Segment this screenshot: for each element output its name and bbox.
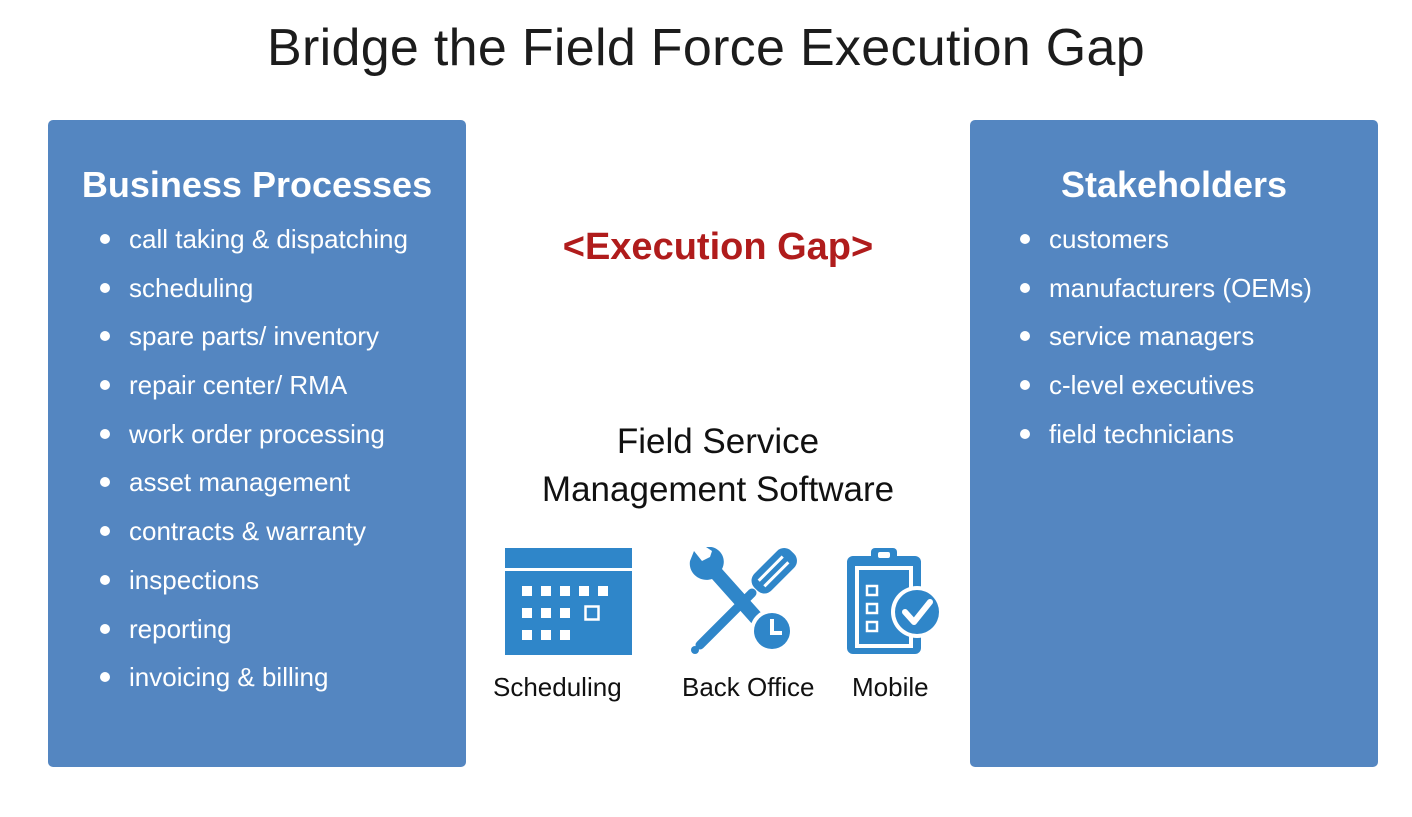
bullet-icon (100, 526, 110, 537)
bullet-icon (1020, 380, 1030, 391)
bullet-icon (1020, 428, 1030, 439)
bullet-icon (100, 331, 110, 342)
bullet-icon (100, 234, 110, 244)
fsm-title-line-2: Management Software (541, 470, 895, 509)
diagram-title: Bridge the Field Force Execution Gap (267, 19, 1145, 77)
list-item: repair center/ RMA (100, 367, 408, 416)
list-item: inspections (100, 562, 408, 611)
list-item: c-level executives (1020, 367, 1312, 416)
business-processes-panel: Business Processes call taking & dispatc… (48, 120, 466, 767)
bullet-icon (100, 574, 110, 585)
list-item: spare parts/ inventory (100, 318, 408, 367)
list-item: scheduling (100, 270, 408, 319)
list-item: asset management (100, 464, 408, 513)
bullet-icon (1020, 282, 1030, 293)
list-item: customers (1020, 221, 1312, 270)
bullet-icon (1020, 331, 1030, 342)
wrench-screwdriver-clock-icon (689, 547, 797, 654)
fsm-software-title: Field Service Management Software (466, 418, 970, 514)
list-item: manufacturers (OEMs) (1020, 270, 1312, 319)
bullet-icon (100, 282, 110, 293)
back-office-label: Back Office (682, 672, 815, 702)
scheduling-label: Scheduling (493, 672, 622, 702)
fsm-title-line-1: Field Service (616, 422, 820, 461)
clipboard-check-icon (847, 548, 943, 654)
bullet-icon (100, 623, 110, 634)
calendar-icon (505, 548, 632, 655)
stakeholders-panel: Stakeholders customers manufacturers (OE… (970, 120, 1378, 767)
execution-gap-label: <Execution Gap> (562, 226, 874, 268)
stakeholders-title: Stakeholders (1060, 164, 1288, 205)
list-item: field technicians (1020, 416, 1312, 465)
business-processes-title: Business Processes (81, 164, 433, 205)
list-item: service managers (1020, 318, 1312, 367)
list-item: reporting (100, 611, 408, 660)
business-processes-list: call taking & dispatching scheduling spa… (100, 221, 408, 708)
list-item: work order processing (100, 416, 408, 465)
bullet-icon (1020, 234, 1030, 244)
stakeholders-list: customers manufacturers (OEMs) service m… (1020, 221, 1312, 464)
bullet-icon (100, 477, 110, 488)
list-item: invoicing & billing (100, 659, 408, 708)
bullet-icon (100, 672, 110, 683)
bullet-icon (100, 428, 110, 439)
mobile-label: Mobile (852, 672, 929, 702)
bullet-icon (100, 380, 110, 391)
list-item: call taking & dispatching (100, 221, 408, 270)
list-item: contracts & warranty (100, 513, 408, 562)
